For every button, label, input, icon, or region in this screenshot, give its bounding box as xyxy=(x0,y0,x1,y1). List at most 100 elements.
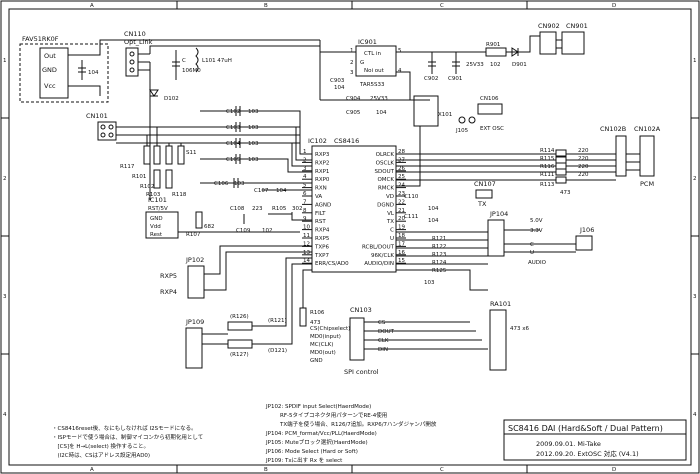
col-label-d-bottom: D xyxy=(612,467,616,473)
row-label-4-right: 4 xyxy=(693,412,697,418)
ic102-right-pin: U xyxy=(390,236,394,242)
spi-note-mc: MC(CLK) xyxy=(310,342,333,348)
ic101-vdd: Vdd xyxy=(150,224,161,230)
r125-ref: R125 xyxy=(432,268,447,274)
note-jp105: JP105: Muteブロック選択(HaerdMode) xyxy=(265,438,368,446)
cn103-clk: CLK xyxy=(378,338,389,344)
r127-ref: (R127) xyxy=(230,352,249,358)
ic102-left-pin-number: 8 xyxy=(303,208,307,214)
r118-label: R118 xyxy=(172,192,187,198)
c106-ref: C106 xyxy=(214,181,229,187)
note-reset-1: ・CS8416reset後、なにもしなければ I2Sモードになる。 xyxy=(52,424,197,432)
cn107-ref: CN107 xyxy=(474,180,496,188)
tx-label: TX xyxy=(477,200,487,208)
note-reset-2: ・ISPモードで使う場合は、制御マイコンから初期化用として xyxy=(52,433,203,441)
c106-value: 103 xyxy=(234,181,245,187)
reset-notes: ・CS8416reset後、なにもしなければ I2Sモードになる。 ・ISPモー… xyxy=(52,424,203,459)
ic901-ref: IC901 xyxy=(358,38,377,46)
c901-value: 25V33 xyxy=(466,62,484,68)
c104-value: 103 xyxy=(248,141,259,147)
ic102-left-pin: FILT xyxy=(315,211,326,217)
ic102-right-pin: C xyxy=(390,228,394,234)
cn103-ref: CN103 xyxy=(350,306,372,314)
ic102-left-pin: VA xyxy=(315,194,322,200)
c107-value: 104 xyxy=(276,188,287,194)
cn103-spi: CN103 CS DOUT CLK DIN CS(Chipselect) MD0… xyxy=(310,306,488,376)
c105-value: 103 xyxy=(248,157,259,163)
c903-ref: C903 xyxy=(330,78,345,84)
ext-osc-label: EXT OSC xyxy=(480,126,504,132)
cn103-dout: DOUT xyxy=(378,329,395,335)
c103-value: 103 xyxy=(248,125,259,131)
title-text: SC8416 DAI (Hard&Soft / Dual Pattern) xyxy=(508,424,663,433)
title-block: SC8416 DAI (Hard&Soft / Dual Pattern) 20… xyxy=(503,419,687,461)
ic101-gnd: GND xyxy=(150,216,163,222)
x101-ref: X101 xyxy=(438,112,452,118)
c111-ref: C111 xyxy=(404,214,418,220)
ic102-right-pin-number: 22 xyxy=(398,199,405,205)
c103-ref: C103 xyxy=(226,125,241,131)
r111-ref: R111 xyxy=(540,172,554,178)
ic901-pin-4: 4 xyxy=(398,68,402,74)
ic901-pin-5: 5 xyxy=(398,48,402,54)
note-jp109: JP109: Txに出す Rx を select xyxy=(265,456,343,464)
r126-ref: (R126) xyxy=(230,314,249,320)
ra101-ref: RA101 xyxy=(490,300,511,308)
c905-value: 104 xyxy=(376,110,387,116)
fav-ref: FAV51RK0F xyxy=(22,35,59,43)
cn901-ref: CN901 xyxy=(566,22,588,30)
cn110-sub: Opt_Link xyxy=(124,38,153,46)
r102-label: R102 xyxy=(140,184,154,190)
r105-value: 302 xyxy=(292,206,303,212)
ic102-left-pin-number: 10 xyxy=(303,225,310,231)
c904-ref: C904 xyxy=(346,96,361,102)
row-label-1-right: 1 xyxy=(693,58,697,64)
spi-note-cs: CS(Chipselect) xyxy=(310,326,350,332)
ic102-right-pin: OMCK xyxy=(377,177,394,183)
ic102-right-pin: SDOUT xyxy=(375,169,395,175)
r105-ref: R105 xyxy=(272,206,287,212)
ic101-ref: IC101 xyxy=(148,196,167,204)
title-line-2: 2012.09.20. ExtOSC 対応 (V4.1) xyxy=(536,449,639,458)
ic901-pin-ctl: CTL in xyxy=(364,51,382,57)
note-tx: TX端子を使う場合、R126/7追加。RXP6/7ハンダジャンパ開放 xyxy=(279,420,437,428)
ic901-pin-noi: Noi out xyxy=(364,68,385,74)
ic102-left-pin: RXP2 xyxy=(315,160,329,166)
row-label-3-right: 3 xyxy=(693,294,697,300)
ra101-value: 473 x6 xyxy=(510,326,530,332)
note-reset-3: [CS]を H→L(select) 換作すること。 xyxy=(52,442,149,450)
ic102-left-pin: TXP6 xyxy=(314,244,329,250)
jp102-jumper: JP102 RXP5 RXP4 xyxy=(160,245,312,299)
col-label-a: A xyxy=(90,3,94,9)
ic102-left-pin: TXP7 xyxy=(314,253,329,259)
cn110-ref: CN110 xyxy=(124,30,146,38)
pcm-output: CN102B CN102A PCM R114 R115 R116 R111 R1… xyxy=(396,125,661,196)
ic901-regulator: IC901 CTL in G Noi out TAR5S33 5 4 1 2 3… xyxy=(319,38,484,101)
note-rf5: RF-5タイプコネクタ用パターンでRE-4使用 xyxy=(280,411,387,419)
r107-value: 682 xyxy=(204,224,215,230)
note-jp104: JP104: PCM_format/Vcc/PLL(HaerdMode) xyxy=(265,431,377,437)
ic102-right-pin: VL xyxy=(387,211,395,217)
tuning-diode: D102 xyxy=(164,96,179,102)
note-reset-4: (I2C時は、CSはアドレス設定用AD0) xyxy=(52,451,150,459)
r123-ref: R123 xyxy=(432,252,447,258)
jp102-ref: JP102 xyxy=(185,256,204,264)
ic102-left-pin-number: 5 xyxy=(303,183,307,189)
ic102-ref: IC102 xyxy=(308,137,327,145)
col-label-a-bottom: A xyxy=(90,467,94,473)
row-label-2-right: 2 xyxy=(693,176,697,182)
rx-resistors: R101 R102 R103 R118 S11 R117 xyxy=(120,127,197,198)
ic102-left-pin-number: 1 xyxy=(303,149,307,155)
ic102-left-pin: AGND xyxy=(315,202,331,208)
ic102-left-pin: RXP5 xyxy=(315,236,330,242)
ic102-left-pin-number: 3 xyxy=(303,166,307,172)
ic102-left-pin-number: 7 xyxy=(303,199,307,205)
fav-cap-value: 104 xyxy=(88,70,99,76)
ic102-right-pin: DGND xyxy=(377,202,394,208)
r113-value: 473 xyxy=(560,190,571,196)
d121-ref: (D121) xyxy=(268,348,287,354)
audio-label: AUDIO xyxy=(528,260,547,266)
col-label-b: B xyxy=(264,3,268,9)
r121-ref: R121 xyxy=(432,236,446,242)
